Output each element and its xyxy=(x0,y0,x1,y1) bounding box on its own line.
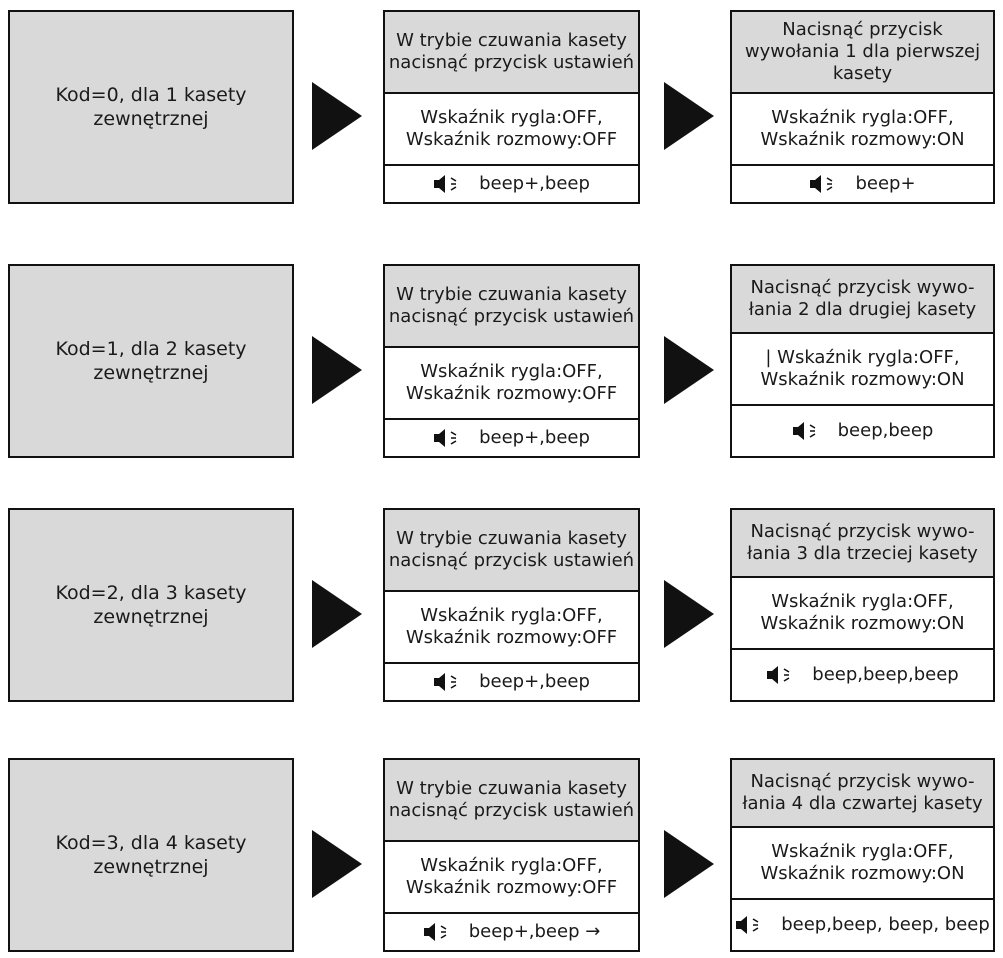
step-instruction: W trybie czuwania kasety nacisnąć przyci… xyxy=(385,510,638,592)
code-box: Kod=1, dla 2 kasety zewnętrznej xyxy=(8,264,294,458)
speaker-icon xyxy=(434,429,457,447)
sound-label: beep,beep xyxy=(837,420,934,441)
step-sound: beep,beep,beep xyxy=(732,650,993,700)
step-indicators: Wskaźnik rygla:OFF, Wskaźnik rozmowy:ON xyxy=(732,828,993,900)
sound-label: beep+,beep xyxy=(479,427,590,448)
speaker-icon xyxy=(434,673,457,691)
sound-label: beep,beep, beep, beep xyxy=(781,914,990,935)
arrow-right-icon xyxy=(664,830,714,898)
step-1-box: W trybie czuwania kasety nacisnąć przyci… xyxy=(383,264,640,458)
arrow-right-icon xyxy=(312,580,362,648)
speaker-icon xyxy=(792,422,816,440)
sound-label: beep+ xyxy=(855,173,916,194)
step-sound: beep+,beep xyxy=(385,664,638,700)
arrow-right-icon xyxy=(312,336,362,404)
step-2-box: Nacisnąć przycisk wywo-łania 2 dla drugi… xyxy=(730,264,995,458)
arrow-right-icon xyxy=(664,580,714,648)
sound-label: beep+,beep → xyxy=(468,921,601,942)
speaker-icon xyxy=(767,666,790,684)
step-sound: beep+ xyxy=(732,166,993,202)
step-sound: beep+,beep xyxy=(385,420,638,456)
step-sound: beep+,beep → xyxy=(385,914,638,950)
config-row-code-1: Kod=1, dla 2 kasety zewnętrznej W trybie… xyxy=(0,264,1003,464)
step-2-box: Nacisnąć przycisk wywo-łania 3 dla trzec… xyxy=(730,508,995,702)
step-instruction: Nacisnąć przycisk wywo-łania 2 dla drugi… xyxy=(732,266,993,334)
step-indicators: | Wskaźnik rygla:OFF, Wskaźnik rozmowy:O… xyxy=(732,334,993,406)
config-row-code-3: Kod=3, dla 4 kasety zewnętrznej W trybie… xyxy=(0,758,1003,958)
step-instruction: Nacisnąć przycisk wywo-łania 4 dla czwar… xyxy=(732,760,993,828)
step-sound: beep,beep xyxy=(732,406,993,456)
step-indicators: Wskaźnik rygla:OFF, Wskaźnik rozmowy:OFF xyxy=(385,592,638,664)
step-1-box: W trybie czuwania kasety nacisnąć przyci… xyxy=(383,758,640,952)
config-row-code-0: Kod=0, dla 1 kasety zewnętrznej W trybie… xyxy=(0,10,1003,210)
arrow-right-icon xyxy=(664,336,714,404)
speaker-icon xyxy=(736,916,759,934)
sound-label: beep,beep,beep xyxy=(812,664,959,685)
config-row-code-2: Kod=2, dla 3 kasety zewnętrznej W trybie… xyxy=(0,508,1003,708)
speaker-icon xyxy=(810,175,833,193)
step-indicators: Wskaźnik rygla:OFF, Wskaźnik rozmowy:OFF xyxy=(385,348,638,420)
sound-label: beep+,beep xyxy=(479,671,590,692)
step-instruction: W trybie czuwania kasety nacisnąć przyci… xyxy=(385,266,638,348)
step-1-box: W trybie czuwania kasety nacisnąć przyci… xyxy=(383,10,640,204)
arrow-right-icon xyxy=(312,82,362,150)
code-box: Kod=3, dla 4 kasety zewnętrznej xyxy=(8,758,294,952)
code-box: Kod=2, dla 3 kasety zewnętrznej xyxy=(8,508,294,702)
arrow-right-icon xyxy=(664,82,714,150)
speaker-icon xyxy=(434,175,457,193)
step-indicators: Wskaźnik rygla:OFF, Wskaźnik rozmowy:OFF xyxy=(385,842,638,914)
code-box: Kod=0, dla 1 kasety zewnętrznej xyxy=(8,10,294,204)
step-2-box: Nacisnąć przycisk wywołania 1 dla pierws… xyxy=(730,10,995,204)
step-sound: beep,beep, beep, beep xyxy=(732,900,993,950)
step-sound: beep+,beep xyxy=(385,166,638,202)
sound-label: beep+,beep xyxy=(479,173,590,194)
step-instruction: Nacisnąć przycisk wywołania 1 dla pierws… xyxy=(732,12,993,94)
step-indicators: Wskaźnik rygla:OFF, Wskaźnik rozmowy:ON xyxy=(732,94,993,166)
speaker-icon xyxy=(423,923,447,941)
step-instruction: Nacisnąć przycisk wywo-łania 3 dla trzec… xyxy=(732,510,993,578)
arrow-right-icon xyxy=(312,830,362,898)
step-2-box: Nacisnąć przycisk wywo-łania 4 dla czwar… xyxy=(730,758,995,952)
step-instruction: W trybie czuwania kasety nacisnąć przyci… xyxy=(385,12,638,94)
step-indicators: Wskaźnik rygla:OFF, Wskaźnik rozmowy:OFF xyxy=(385,94,638,166)
step-1-box: W trybie czuwania kasety nacisnąć przyci… xyxy=(383,508,640,702)
step-instruction: W trybie czuwania kasety nacisnąć przyci… xyxy=(385,760,638,842)
step-indicators: Wskaźnik rygla:OFF, Wskaźnik rozmowy:ON xyxy=(732,578,993,650)
